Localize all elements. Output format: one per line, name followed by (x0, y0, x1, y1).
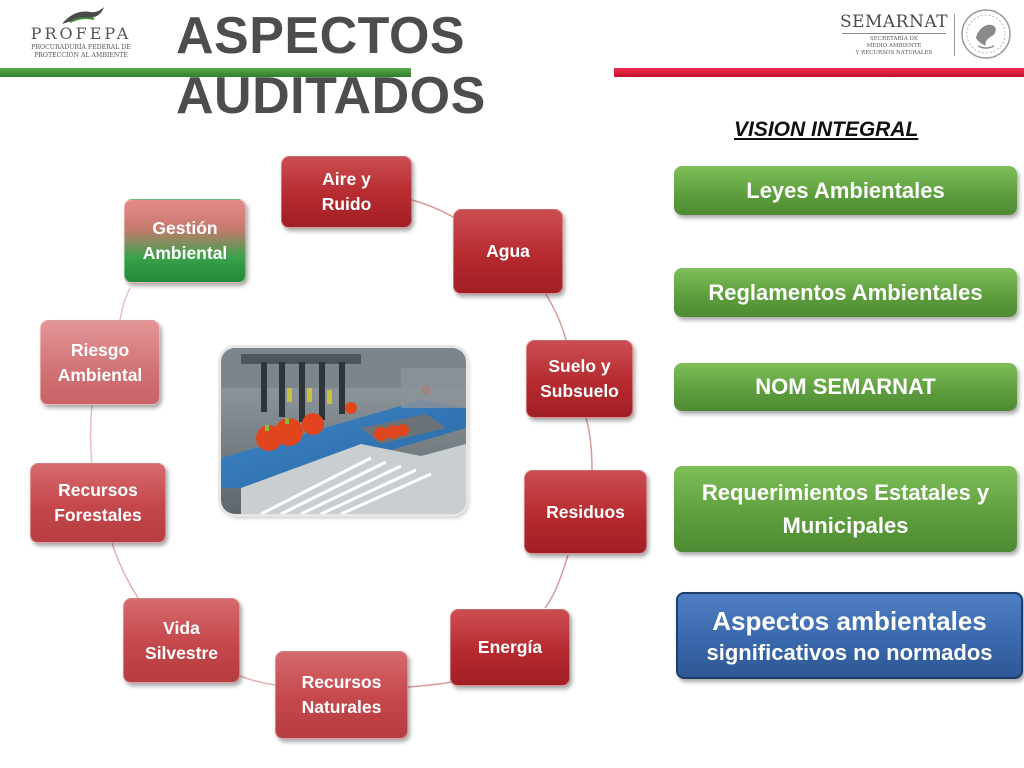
node-riesgo-ambiental: Riesgo Ambiental (40, 320, 160, 405)
node-vida-silvestre: Vida Silvestre (123, 598, 240, 683)
vision-item-requerimientos: Requerimientos Estatales y Municipales (674, 466, 1017, 552)
node-residuos: Residuos (524, 470, 647, 554)
profepa-subtitle-line2: PROTECCIÓN AL AMBIENTE (34, 52, 128, 59)
node-riesgo-line2: Ambiental (57, 364, 143, 385)
mexican-coat-of-arms-icon (961, 9, 1011, 59)
node-gestion-line2: Ambiental (142, 243, 228, 263)
profepa-logo: PROFEPA PROCURADURÍA FEDERAL DE PROTECCI… (22, 6, 140, 64)
node-vida-line2: Silvestre (145, 642, 218, 663)
semarnat-subtitle-line2: MEDIO AMBIENTE (866, 43, 922, 49)
node-aire-line1: Aire y (322, 169, 371, 189)
vision-integral-heading: VISION INTEGRAL (734, 118, 919, 141)
node-recursos-naturales: Recursos Naturales (275, 651, 408, 739)
vision-item-nom-label: NOM SEMARNAT (755, 374, 936, 399)
semarnat-subtitle-line3: Y RECURSOS NATURALES (855, 50, 933, 56)
node-agua-label: Agua (486, 241, 530, 261)
vision-item-leyes-label: Leyes Ambientales (746, 177, 945, 203)
node-recursos-forestales-line1: Recursos (58, 480, 138, 500)
node-suelo-line1: Suelo y (548, 356, 611, 376)
node-gestion-line1: Gestión (152, 218, 218, 238)
vision-item-requerimientos-label: Requerimientos Estatales y Municipales (701, 480, 990, 538)
node-recursos-forestales-line2: Forestales (54, 505, 142, 525)
node-vida-line1: Vida (163, 617, 200, 638)
node-residuos-label: Residuos (546, 501, 625, 522)
semarnat-subtitle: SECRETARÍA DE MEDIO AMBIENTE Y RECURSOS … (838, 36, 950, 57)
vision-item-nom: NOM SEMARNAT (674, 363, 1017, 411)
semarnat-subtitle-line1: SECRETARÍA DE (870, 36, 918, 42)
profepa-subtitle-line1: PROCURADURÍA FEDERAL DE (31, 44, 131, 51)
page-title: ASPECTOS AUDITADOS (176, 7, 486, 125)
semarnat-logo: SEMARNAT SECRETARÍA DE MEDIO AMBIENTE Y … (838, 12, 950, 64)
node-aire-ruido: Aire y Ruido (281, 156, 412, 228)
eagle-icon (62, 7, 104, 24)
semarnat-rule (842, 33, 946, 34)
vision-item-reglamentos-label: Reglamentos Ambientales (708, 279, 983, 305)
node-suelo: Suelo y Subsuelo (526, 340, 633, 418)
semarnat-name: SEMARNAT (839, 12, 949, 32)
profepa-name: PROFEPA (30, 24, 132, 43)
node-riesgo-line1: Riesgo (70, 339, 130, 360)
vision-item-leyes: Leyes Ambientales (674, 166, 1017, 215)
profepa-subtitle: PROCURADURÍA FEDERAL DE PROTECCIÓN AL AM… (22, 44, 140, 60)
logo-divider (954, 14, 955, 56)
node-agua: Agua (453, 209, 563, 294)
header-red-bar (614, 68, 1024, 77)
node-energia-label: Energía (477, 637, 543, 657)
factory-photo-illustration (221, 348, 466, 514)
node-recursos-naturales-line2: Naturales (301, 697, 382, 717)
vision-highlight-line1: Aspectos ambientales (712, 605, 987, 636)
header-green-bar (0, 68, 411, 77)
node-gestion-ambiental: Gestión Ambiental (124, 199, 246, 283)
node-recursos-forestales: Recursos Forestales (30, 463, 166, 543)
vision-highlight-box: Aspectos ambientales significativos no n… (676, 592, 1023, 679)
vision-item-reglamentos: Reglamentos Ambientales (674, 268, 1017, 317)
node-energia: Energía (450, 609, 570, 686)
node-suelo-line2: Subsuelo (540, 381, 619, 401)
node-aire-line2: Ruido (321, 194, 372, 214)
node-recursos-naturales-line1: Recursos (301, 672, 382, 692)
vision-highlight-line2: significativos no normados (706, 639, 993, 665)
tomato-conveyor-factory-photo (221, 348, 466, 514)
